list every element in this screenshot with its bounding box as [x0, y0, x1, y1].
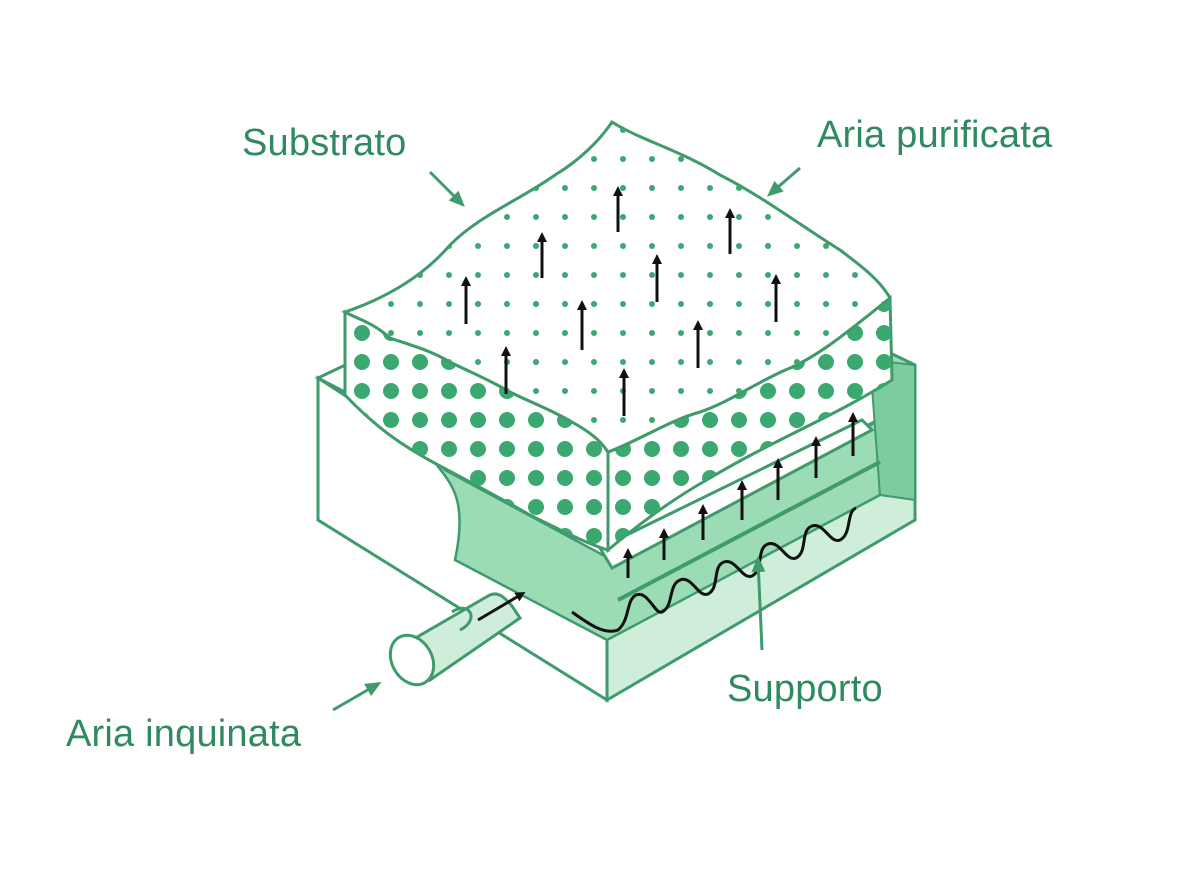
support-label: Supporto — [727, 668, 883, 710]
inlet-pipe — [388, 592, 523, 687]
pipe-body — [410, 592, 523, 683]
pipe-flange — [451, 606, 473, 632]
polluted-air-leader-arrow — [332, 681, 382, 712]
pipe-opening — [388, 633, 436, 687]
clean-air-leader-arrow — [766, 166, 801, 197]
polluted-air-label: Aria inquinata — [66, 713, 302, 755]
substrate-label: Substrato — [242, 122, 407, 164]
container-inner-wall — [868, 358, 916, 502]
substrate-block — [341, 119, 894, 554]
substrate-leader-arrow — [428, 170, 465, 207]
inlet-flow-arrow — [477, 591, 526, 622]
serpentine-flow-line — [571, 506, 857, 633]
support-air-flow — [477, 412, 858, 633]
clean-air-label: Aria purificata — [817, 114, 1053, 156]
purified-air-arrows — [461, 186, 781, 416]
label-leaders — [332, 166, 801, 712]
support-leader-arrow — [751, 556, 766, 651]
support-plate-green-line — [617, 460, 881, 602]
